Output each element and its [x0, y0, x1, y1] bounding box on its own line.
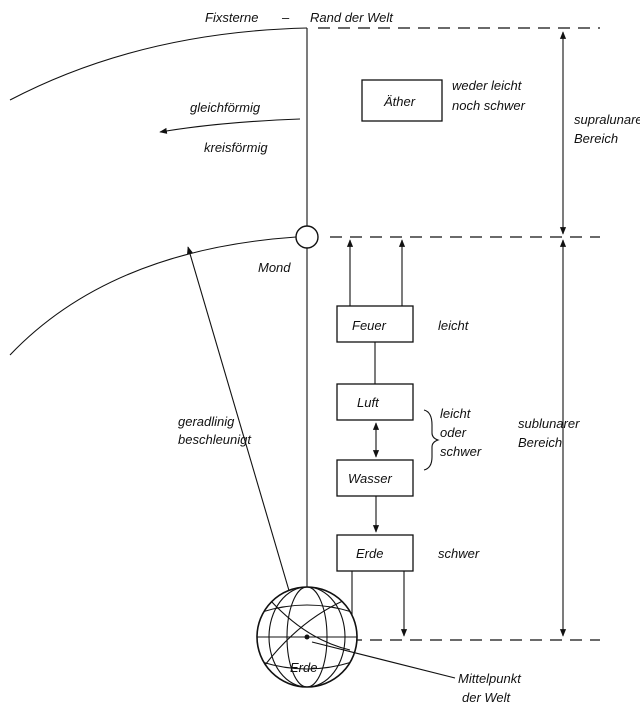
moon-label: Mond: [258, 260, 291, 275]
fixed-star-sphere: [10, 28, 307, 100]
fire-label: Feuer: [352, 318, 387, 333]
world-center-line2: der Welt: [462, 690, 512, 705]
aether-desc-line1: weder leicht: [452, 78, 523, 93]
earth-globe-label: Erde: [290, 660, 317, 675]
earth-element-label: Erde: [356, 546, 383, 561]
world-edge-label: Rand der Welt: [310, 10, 394, 25]
water-label: Wasser: [348, 471, 392, 486]
aether-desc-line2: noch schwer: [452, 98, 526, 113]
light-or-heavy-line2: oder: [440, 425, 467, 440]
uniform-label: gleichförmig: [190, 100, 261, 115]
world-center-line1: Mittelpunkt: [458, 671, 522, 686]
fire-property: leicht: [438, 318, 470, 333]
title-dash: –: [281, 10, 290, 25]
light-or-heavy-line1: leicht: [440, 406, 472, 421]
light-heavy-brace: [424, 410, 438, 470]
air-label: Luft: [357, 395, 380, 410]
moon-circle: [296, 226, 318, 248]
sublunar-label-line2: Bereich: [518, 435, 562, 450]
supralunar-label-line1: supralunarer: [574, 112, 640, 127]
earth-property: schwer: [438, 546, 480, 561]
straight-motion-line1: geradlinig: [178, 414, 235, 429]
sublunar-label-line1: sublunarer: [518, 416, 580, 431]
moon-sphere: [10, 237, 296, 355]
light-or-heavy-line3: schwer: [440, 444, 482, 459]
supralunar-label-line2: Bereich: [574, 131, 618, 146]
circular-label: kreisförmig: [204, 140, 268, 155]
circular-motion-arrow: [160, 119, 300, 132]
fixed-stars-label: Fixsterne: [205, 10, 258, 25]
straight-motion-line2: beschleunigt: [178, 432, 252, 447]
aether-label: Äther: [383, 94, 416, 109]
